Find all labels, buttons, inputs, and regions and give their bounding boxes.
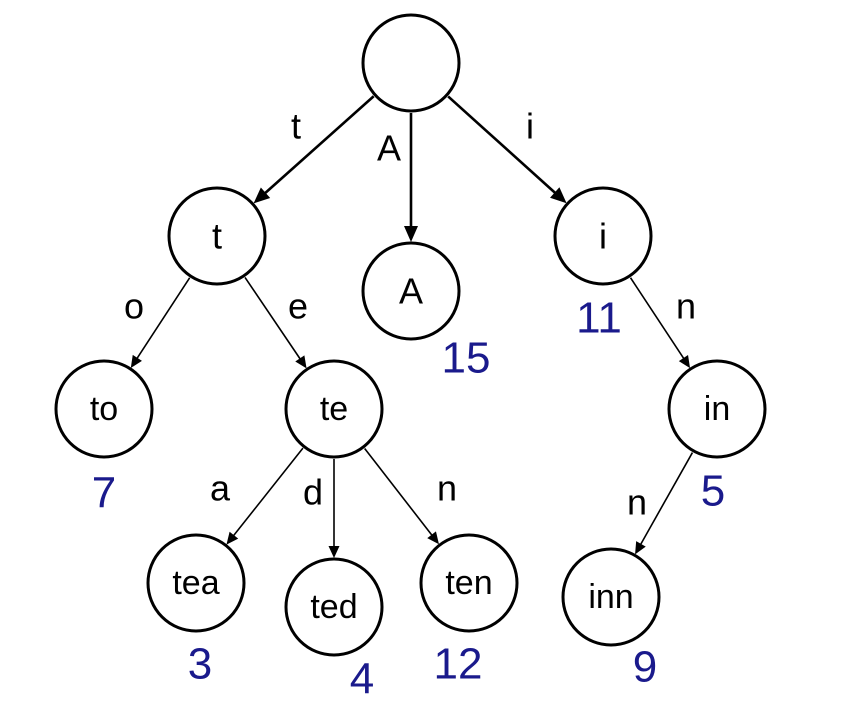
- edge-line: [639, 452, 694, 546]
- node-label: ted: [310, 588, 357, 626]
- node-tea: tea 3: [146, 533, 246, 689]
- edge-root-A: A: [377, 113, 418, 242]
- edge-arrowhead: [295, 355, 307, 369]
- node-label: A: [399, 271, 423, 312]
- edge-label: i: [526, 106, 534, 147]
- edge-line: [364, 448, 434, 537]
- node-label: to: [90, 390, 118, 428]
- node-circle: [361, 13, 461, 113]
- node-circle: [553, 186, 653, 286]
- edge-te-ten: n: [364, 448, 457, 545]
- node-circle: [561, 547, 661, 647]
- edge-root-t: t: [253, 95, 375, 204]
- edge-line: [135, 277, 191, 361]
- node-value: 4: [350, 655, 374, 704]
- node-circle: [54, 359, 154, 459]
- edge-arrowhead: [678, 355, 691, 369]
- node-value: 11: [576, 294, 622, 343]
- node-label: inn: [588, 578, 633, 616]
- node-ted: ted 4: [284, 557, 384, 704]
- edge-arrowhead: [550, 187, 567, 204]
- node-value: 7: [92, 469, 116, 518]
- node-A: A 15: [361, 241, 491, 383]
- node-label: tea: [172, 564, 219, 602]
- node-circle: [419, 533, 519, 633]
- edge-line: [232, 447, 304, 538]
- edge-te-ted: d: [303, 459, 340, 558]
- edge-arrowhead: [427, 531, 439, 545]
- node-label: in: [704, 390, 730, 428]
- node-value: 12: [434, 640, 483, 689]
- node-label: te: [320, 390, 348, 428]
- edge-root-i: i: [447, 95, 567, 204]
- edge-line: [447, 95, 558, 196]
- edge-in-inn: n: [627, 452, 694, 555]
- node-circle: [146, 533, 246, 633]
- node-t: t: [167, 186, 267, 286]
- edge-label: A: [377, 128, 401, 169]
- node-label: i: [599, 216, 607, 257]
- edge-label: e: [288, 286, 308, 327]
- edge-line: [244, 276, 302, 361]
- edge-line: [629, 277, 686, 361]
- edge-arrowhead: [328, 546, 340, 558]
- edge-arrowhead: [253, 187, 271, 204]
- node-value: 5: [701, 467, 725, 516]
- node-ten: ten 12: [419, 533, 519, 689]
- edge-label: n: [627, 482, 647, 523]
- edge-i-in: n: [629, 277, 696, 369]
- node-label: t: [212, 216, 222, 257]
- node-i: i 11: [553, 186, 653, 343]
- edge-line: [262, 95, 375, 196]
- node-circle: [361, 241, 461, 341]
- edge-arrowhead: [404, 226, 418, 242]
- node-circle: [167, 186, 267, 286]
- node-root: [361, 13, 461, 113]
- node-in: in 5: [667, 359, 767, 516]
- node-value: 9: [633, 643, 657, 692]
- node-te: te: [284, 359, 384, 459]
- edge-label: n: [676, 286, 696, 327]
- edge-arrowhead: [226, 531, 239, 545]
- edge-arrowhead: [635, 541, 646, 555]
- edge-arrowhead: [130, 354, 142, 368]
- node-value: 3: [188, 640, 212, 689]
- edge-te-tea: a: [210, 447, 304, 545]
- node-circle: [284, 359, 384, 459]
- edge-t-to: o: [124, 277, 191, 368]
- edge-label: d: [303, 472, 323, 513]
- edge-label: n: [437, 468, 457, 509]
- node-to: to 7: [54, 359, 154, 518]
- edge-t-te: e: [244, 276, 308, 369]
- node-circle: [284, 557, 384, 657]
- edge-label: o: [124, 286, 144, 327]
- node-value: 15: [442, 334, 491, 383]
- edge-label: a: [210, 468, 231, 509]
- node-circle: [667, 359, 767, 459]
- edge-label: t: [291, 106, 301, 147]
- node-label: ten: [445, 564, 492, 602]
